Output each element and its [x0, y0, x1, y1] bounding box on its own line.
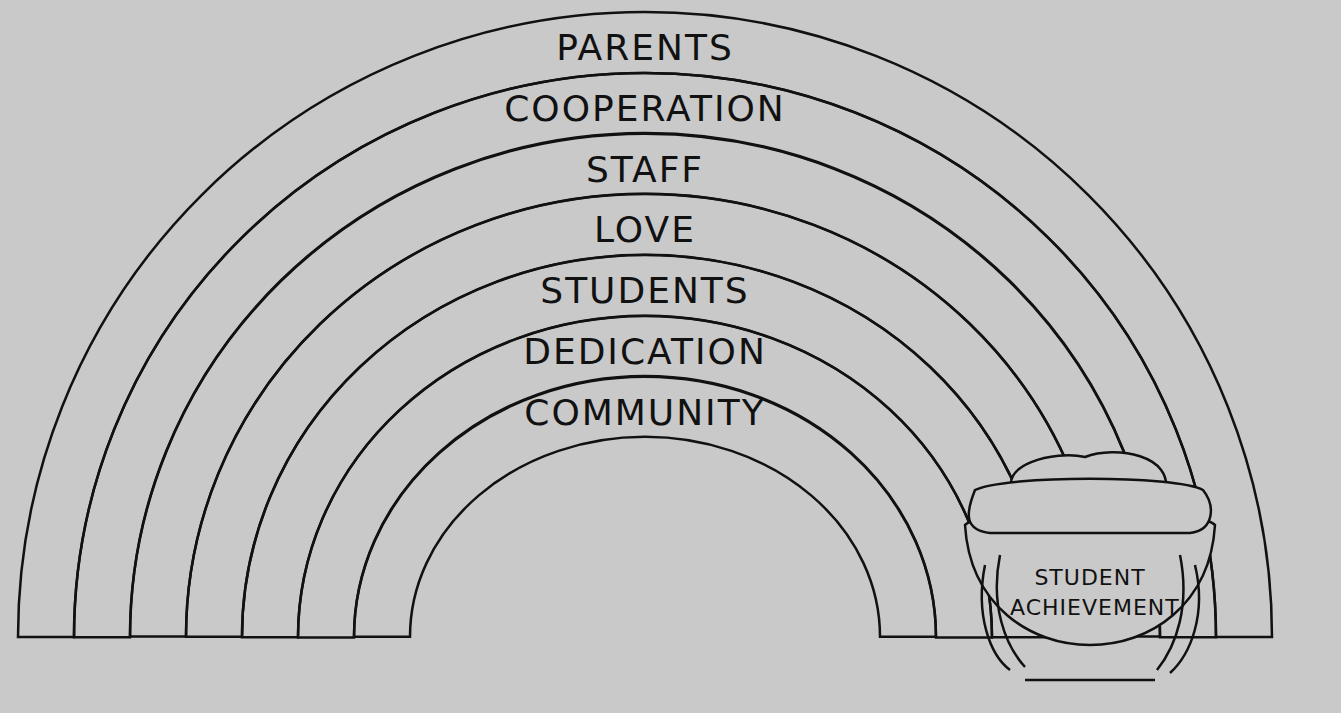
band-label: LOVE	[186, 210, 1104, 250]
band-label: DEDICATION	[298, 332, 992, 372]
pot-stroke	[1025, 679, 1155, 682]
band-label: STAFF	[130, 150, 1160, 190]
band-path	[186, 194, 1104, 637]
rainbow-band: DEDICATION	[298, 316, 992, 637]
band-path	[354, 376, 936, 637]
band-path	[298, 316, 992, 637]
pot-label: STUDENT ACHIEVEMENT	[1010, 563, 1170, 623]
band-label: COOPERATION	[74, 89, 1216, 129]
band-path	[242, 255, 1048, 637]
rainbow-band: COMMUNITY	[354, 376, 936, 637]
band-outline	[242, 255, 1048, 637]
band-label: PARENTS	[18, 28, 1272, 68]
rainbow-band: STUDENTS	[242, 255, 1048, 637]
band-label: STUDENTS	[242, 271, 1048, 311]
band-label: COMMUNITY	[354, 393, 936, 433]
pot-of-gold: STUDENT ACHIEVEMENT	[945, 445, 1235, 707]
pot-stroke	[969, 479, 1211, 533]
